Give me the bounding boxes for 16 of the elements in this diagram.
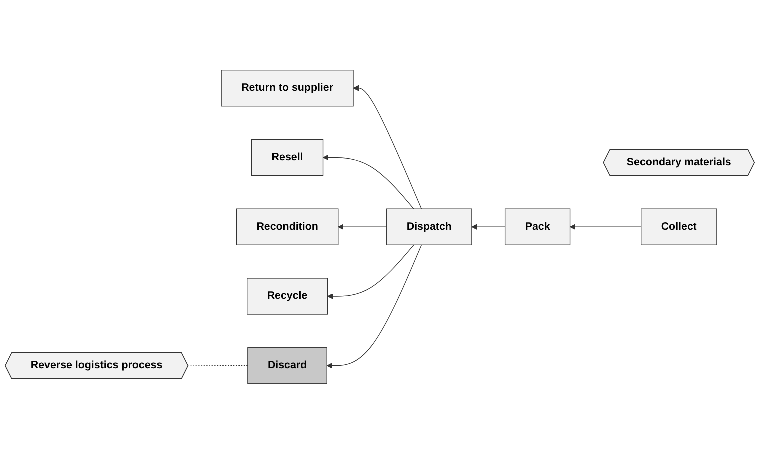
arrow <box>323 154 414 210</box>
node-box: Recondition <box>236 208 339 246</box>
arrow <box>327 244 414 300</box>
node-box: Return to supplier <box>221 70 354 107</box>
connector <box>188 365 248 366</box>
arrow <box>326 244 422 369</box>
arrow <box>570 224 642 230</box>
arrow <box>353 85 422 210</box>
node-box: Discard <box>248 347 328 384</box>
node-box: Recycle <box>247 278 328 315</box>
arrow <box>338 224 388 230</box>
node-box: Dispatch <box>386 208 472 246</box>
node-box: Pack <box>504 208 571 246</box>
arrow <box>472 224 506 230</box>
node-box: Collect <box>641 208 718 246</box>
node-box: Resell <box>251 139 324 176</box>
